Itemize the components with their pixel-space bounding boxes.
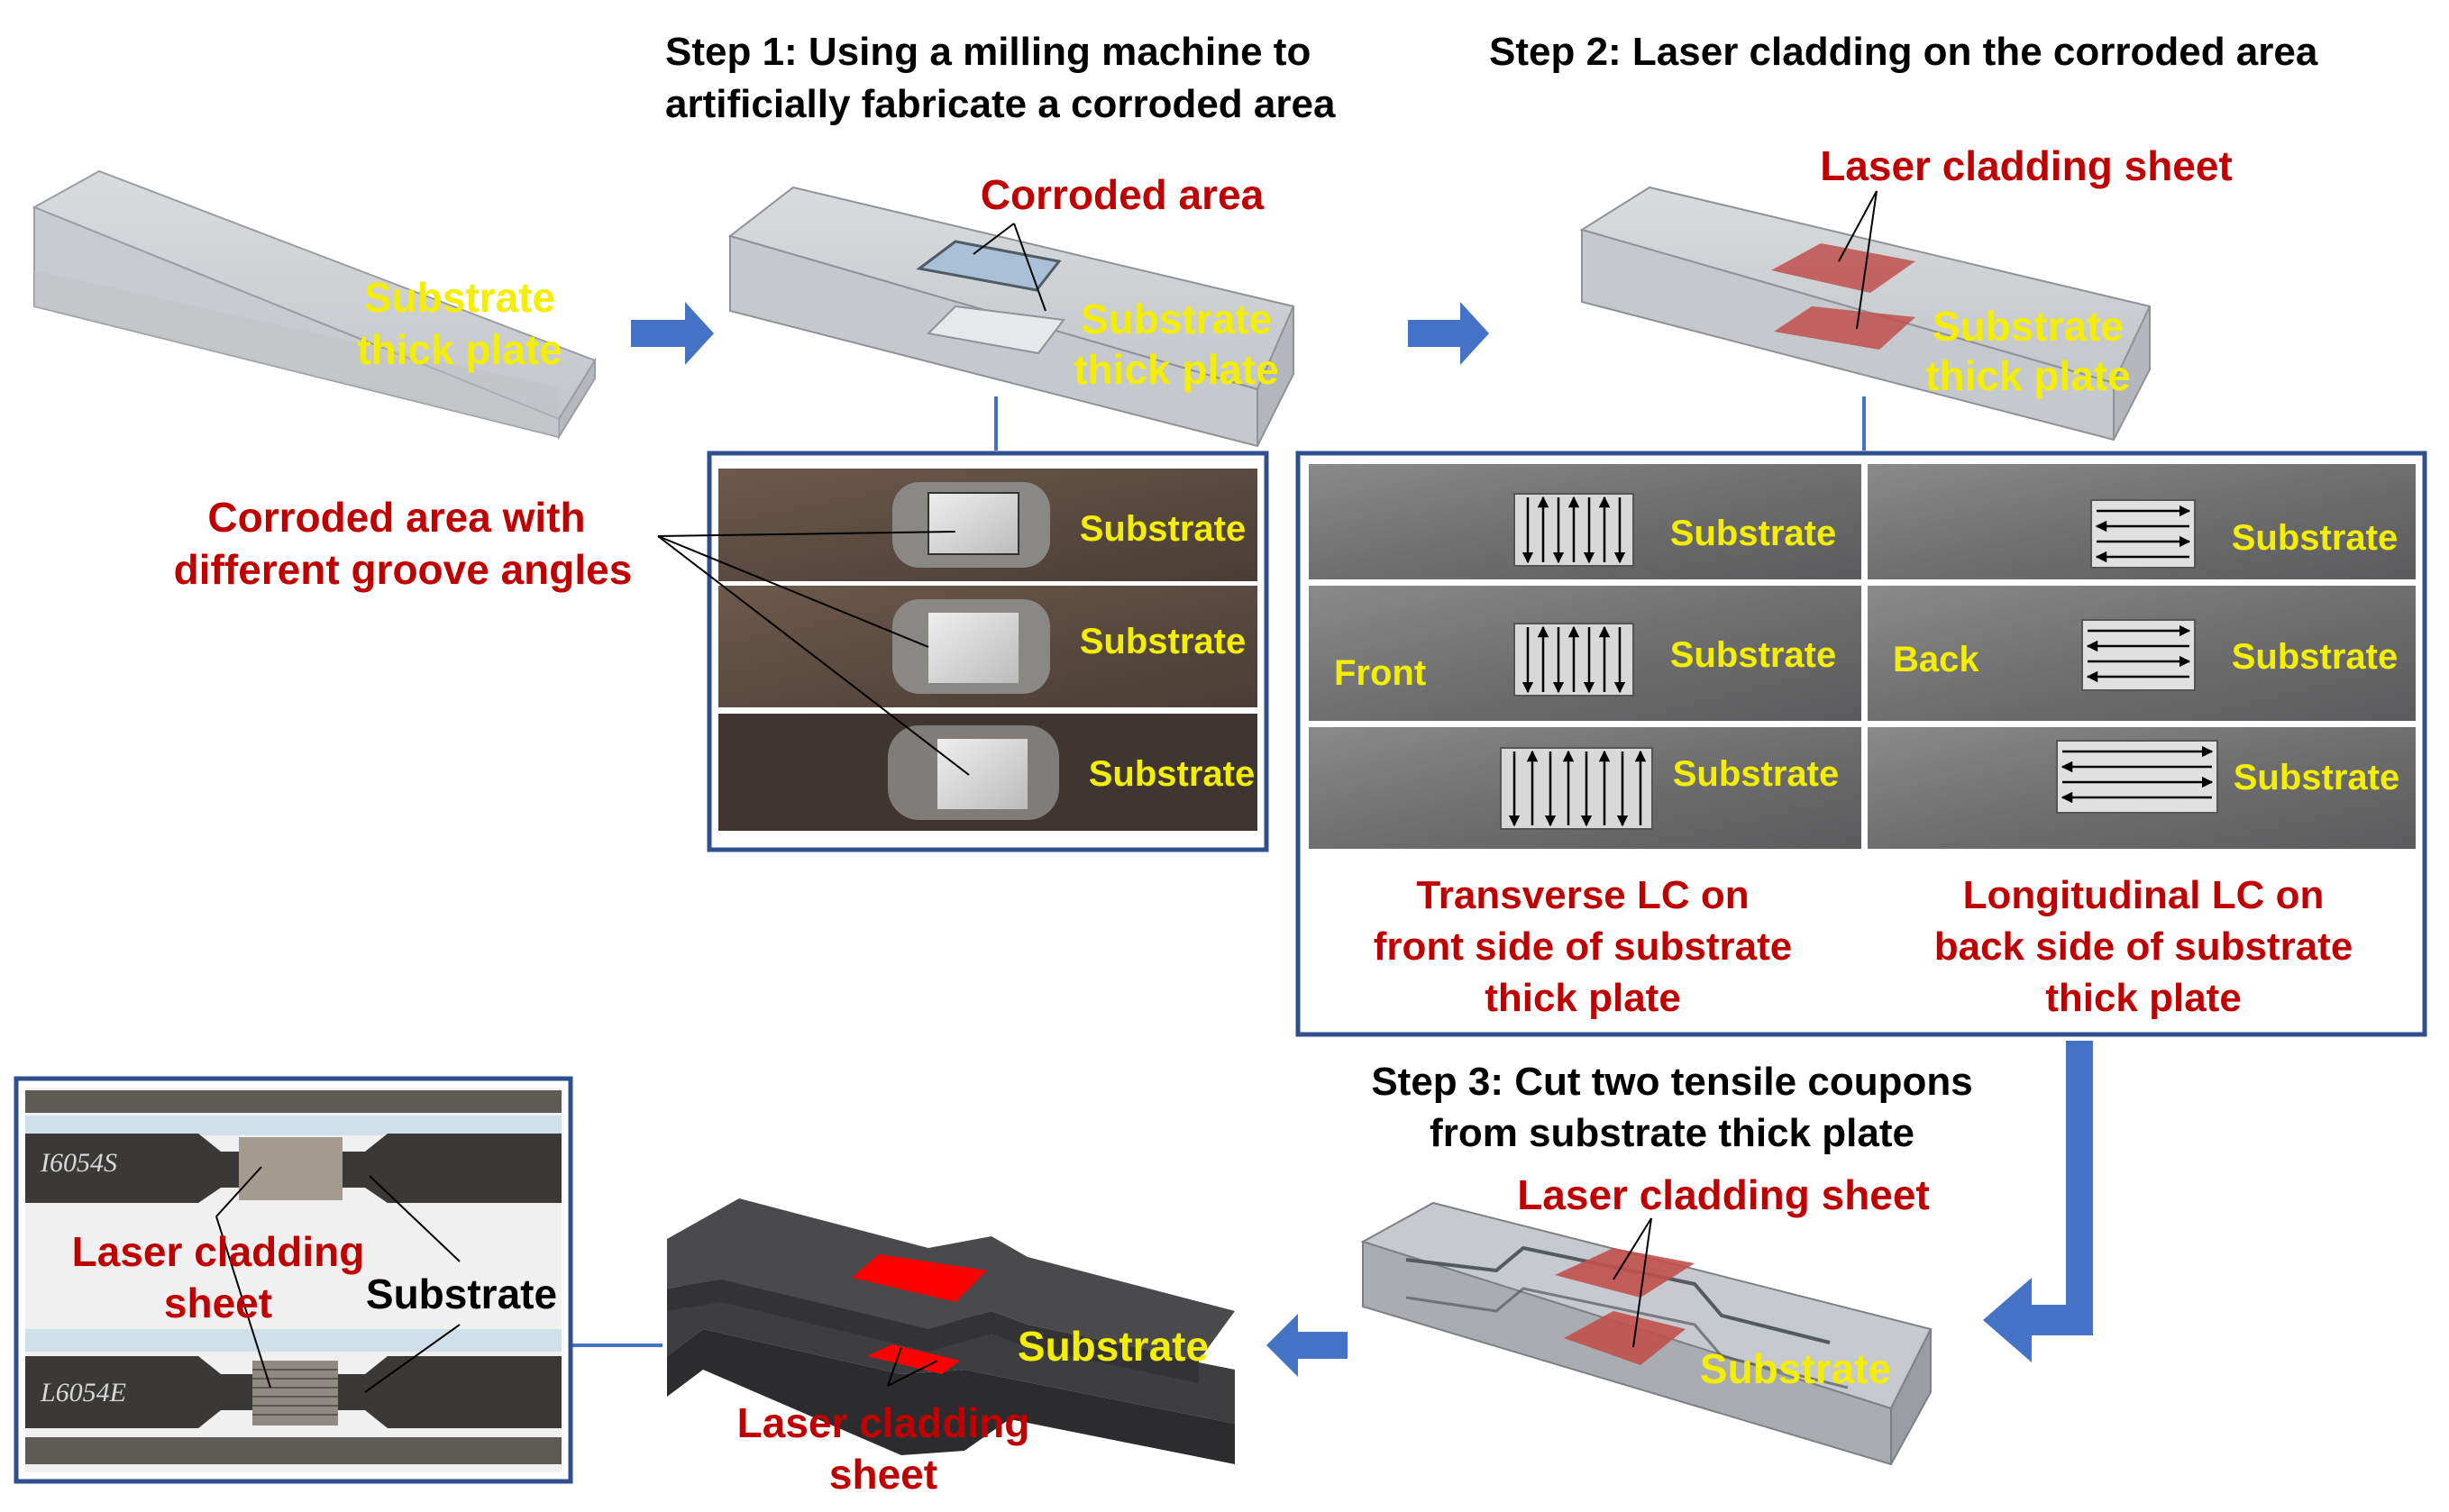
step1-substrate-label-1: Substrate (1081, 296, 1272, 342)
final-substrate-label: Substrate (366, 1271, 557, 1317)
longitudinal-arrows-1 (2090, 499, 2196, 569)
longitudinal-arrows-2 (2081, 619, 2196, 691)
arrow-left (1266, 1314, 1348, 1377)
final-marking-2: L6054E (40, 1378, 126, 1407)
final-marking-1: I6054S (40, 1148, 117, 1178)
step0-substrate-label-2: thick plate (357, 326, 562, 373)
back-substrate-label-2: Substrate (2232, 637, 2399, 677)
transverse-arrows-3 (1500, 747, 1653, 830)
back-label: Back (1893, 640, 1979, 679)
transverse-arrows-2 (1513, 623, 1634, 697)
step2-substrate-label-1: Substrate (1933, 303, 2124, 350)
final-sheet-label-2: sheet (164, 1280, 272, 1326)
arrow-right-1 (631, 302, 714, 365)
step2-photo-panel: Substrate Substrate Substrate Front (1295, 451, 2427, 1037)
step1-photo-substrate-label-2: Substrate (1080, 622, 1247, 661)
step1-plate: Corroded area Substrate thick plate (727, 171, 1295, 448)
final-coupon-photo: I6054S L6054E Laser cladding sheet Subst… (14, 1076, 573, 1484)
step3-plate: Laser cladding sheet Substrate (1360, 1171, 1933, 1466)
groove-angle-callout: Corroded area with different groove angl… (174, 494, 970, 776)
coupon-sheet-label-2: sheet (829, 1451, 937, 1498)
step1-corroded-area-label: Corroded area (981, 171, 1265, 218)
step3-title-line-1: Step 3: Cut two tensile coupons (1371, 1060, 1972, 1104)
step2-plate: Laser cladding sheet Substrate thick pla… (1579, 142, 2233, 442)
arrow-down-left (1983, 1041, 2093, 1362)
final-coupon-2: L6054E (25, 1329, 562, 1464)
final-sheet-label-1: Laser cladding (72, 1228, 365, 1275)
transverse-caption-2: front side of substrate (1374, 925, 1793, 969)
step1-photo-strip-2 (718, 586, 1257, 707)
step1-title-line-2: artificially fabricate a corroded area (665, 82, 1336, 126)
back-photo-column: Substrate Substrate Substrate Back (1868, 464, 2416, 849)
tensile-coupons-3d: Substrate Laser cladding sheet (667, 1198, 1235, 1498)
step1-photo-substrate-label-1: Substrate (1080, 509, 1247, 549)
final-coupon-1: I6054S (25, 1090, 562, 1203)
step1-title: Step 1: Using a milling machine to artif… (665, 30, 1336, 126)
transverse-arrows-1 (1513, 493, 1634, 567)
longitudinal-arrows-3 (2056, 740, 2218, 814)
coupon-cladding-top (852, 1254, 987, 1302)
step1-photo-substrate-label-3: Substrate (1089, 754, 1256, 794)
step3-substrate-label: Substrate (1700, 1345, 1891, 1392)
step3-cladding-top (1555, 1248, 1695, 1298)
step1-photo-strip-1 (718, 469, 1257, 581)
transverse-caption-3: thick plate (1485, 976, 1681, 1020)
transverse-caption-1: Transverse LC on (1416, 873, 1749, 917)
coupon-cladding-bottom (867, 1344, 960, 1374)
front-substrate-label-1: Substrate (1670, 514, 1837, 553)
step1-title-line-1: Step 1: Using a milling machine to (665, 30, 1311, 74)
step1-substrate-label-2: thick plate (1074, 346, 1279, 393)
step1-photo-panel: Substrate Substrate Substrate (707, 451, 1269, 852)
longitudinal-caption-1: Longitudinal LC on (1963, 873, 2325, 917)
step2-title: Step 2: Laser cladding on the corroded a… (1489, 30, 2318, 74)
step1-corroded-area-top (916, 240, 1062, 292)
coupon-sheet-label-1: Laser cladding (737, 1399, 1030, 1446)
step3-cladding-bottom (1564, 1311, 1686, 1365)
back-substrate-label-3: Substrate (2234, 758, 2400, 797)
coupon-substrate-label: Substrate (1018, 1323, 1209, 1370)
back-substrate-label-1: Substrate (2232, 518, 2399, 558)
step1-corroded-area-bottom (926, 305, 1065, 355)
step2-cladding-bottom (1774, 306, 1915, 350)
step3-sheet-label: Laser cladding sheet (1517, 1171, 1930, 1218)
groove-label-line-2: different groove angles (174, 546, 633, 593)
front-substrate-label-2: Substrate (1670, 635, 1837, 675)
front-substrate-label-3: Substrate (1673, 754, 1840, 794)
step2-sheet-label: Laser cladding sheet (1820, 142, 2233, 189)
arrow-right-2 (1408, 302, 1489, 365)
step0-substrate-label-1: Substrate (364, 274, 555, 321)
substrate-plate-initial: Substrate thick plate (32, 169, 597, 441)
step3-title: Step 3: Cut two tensile coupons from sub… (1371, 1060, 1972, 1155)
step2-substrate-label-2: thick plate (1925, 352, 2131, 399)
longitudinal-caption-3: thick plate (2045, 976, 2242, 1020)
groove-label-line-1: Corroded area with (207, 494, 585, 541)
longitudinal-caption-2: back side of substrate (1934, 925, 2353, 969)
step1-photo-strip-3 (718, 714, 1257, 831)
front-photo-column: Substrate Substrate Substrate Front (1309, 464, 1861, 849)
front-label: Front (1334, 653, 1426, 693)
step3-title-line-2: from substrate thick plate (1430, 1111, 1914, 1155)
step2-cladding-top (1771, 243, 1915, 293)
